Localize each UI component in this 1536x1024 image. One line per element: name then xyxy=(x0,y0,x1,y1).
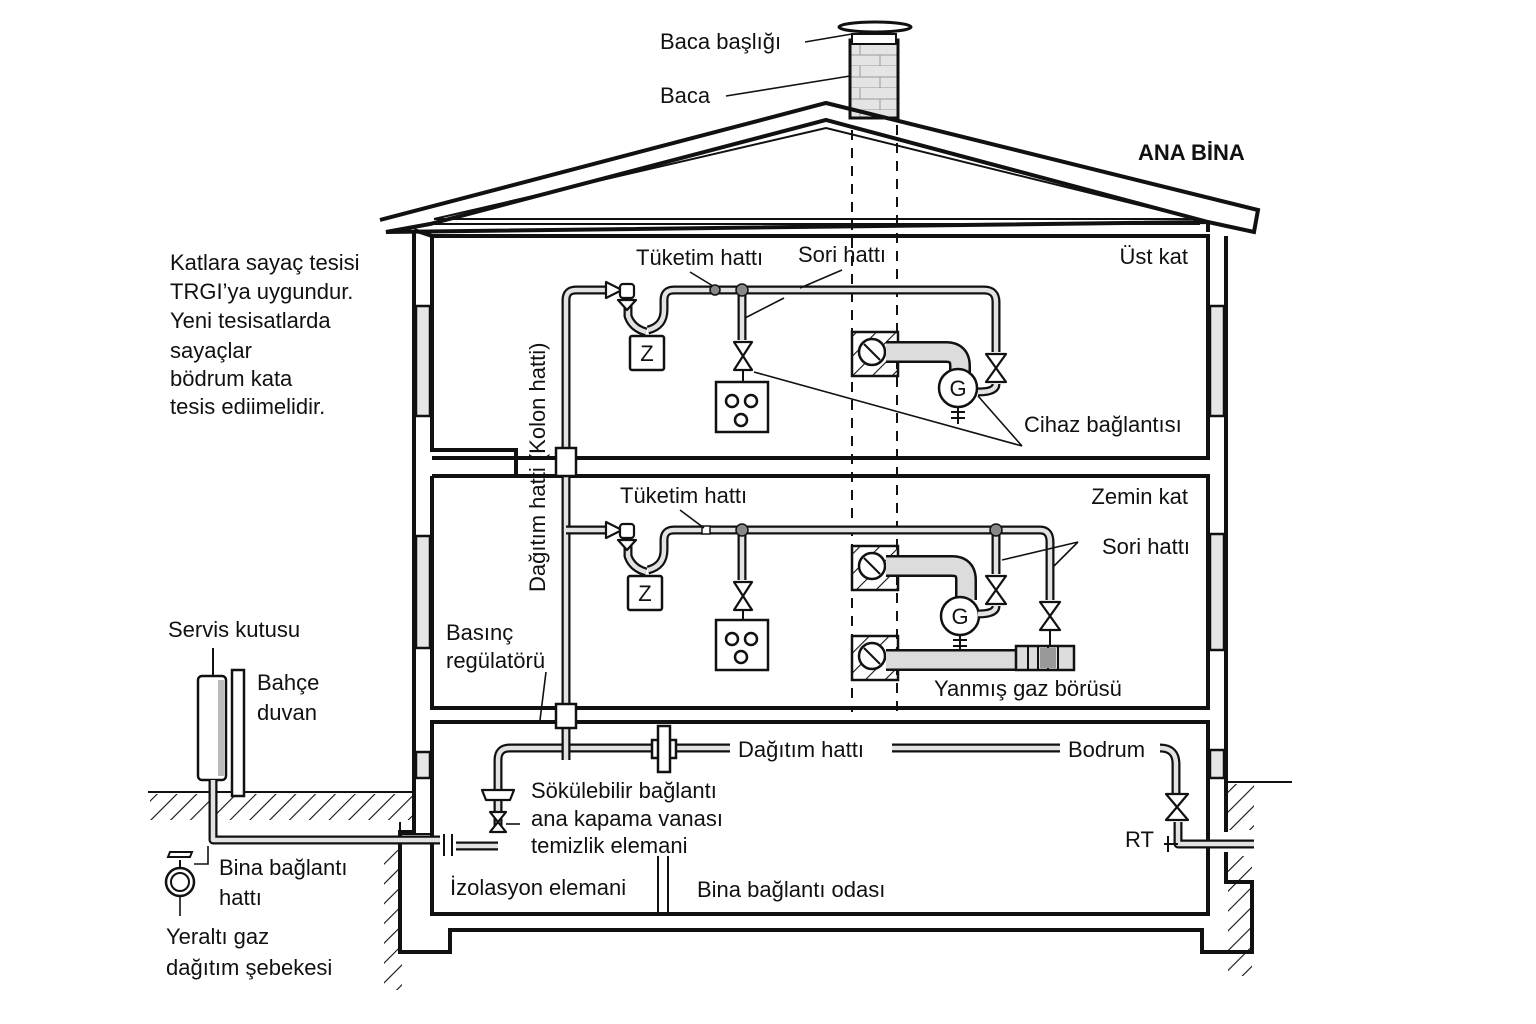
installation-note: Katlara sayaç tesisi TRGI’ya uygundur. Y… xyxy=(170,250,360,419)
window xyxy=(414,534,432,650)
pressure-regulator xyxy=(554,702,578,730)
label-pressure-regulator-2: regülatörü xyxy=(446,648,545,673)
heater-symbol: G xyxy=(951,604,968,629)
note-line: sayaçlar xyxy=(170,338,252,363)
label-underground-network-2: dağıtım şebekesi xyxy=(166,955,332,980)
window xyxy=(1208,532,1226,652)
window xyxy=(414,750,432,780)
chimney-cap-opening xyxy=(851,33,897,45)
window xyxy=(1208,304,1226,418)
heater-symbol: G xyxy=(949,376,966,401)
gas-meter-ground xyxy=(626,574,664,612)
label-service-box: Servis kutusu xyxy=(168,617,300,642)
garden-wall xyxy=(230,668,246,798)
label-main-shutoff-valve: ana kapama vanası xyxy=(531,806,723,831)
ground-floor-installation: Z G xyxy=(604,520,1076,682)
label-chimney-cap: Baca başlığı xyxy=(660,29,781,54)
riser-pipe xyxy=(554,285,606,760)
ground xyxy=(148,781,1292,990)
building-title: ANA BİNA xyxy=(1138,140,1245,165)
note-line: tesis ediimelidir. xyxy=(170,394,325,419)
chimney-stack xyxy=(848,38,900,120)
label-connection-room: Bina bağlantı odası xyxy=(697,877,885,902)
label-device-connection: Cihaz bağlantısı xyxy=(1024,412,1182,437)
label-garden-wall-2: duvan xyxy=(257,700,317,725)
gas-meter-upper xyxy=(628,334,666,372)
note-line: Yeni tesisatlarda xyxy=(170,308,331,333)
basement-valve-icon xyxy=(1164,792,1190,822)
label-ground-drain-line: Sori hattı xyxy=(1102,534,1190,559)
label-chimney: Baca xyxy=(660,83,711,108)
label-underground-network-1: Yeraltı gaz xyxy=(166,924,269,949)
roof xyxy=(379,100,1261,235)
label-removable-connection: Sökülebilir bağlantı xyxy=(531,778,717,803)
label-flue-pipe: Yanmış gaz börüsü xyxy=(934,676,1122,701)
basement-distribution-pipe xyxy=(480,724,1254,852)
label-cleaning-element: temizlik elemani xyxy=(531,833,688,858)
label-insulation-element: İzolasyon elemani xyxy=(450,875,626,900)
upper-floor-installation: Z G xyxy=(604,280,1008,434)
meter-symbol: Z xyxy=(638,581,651,606)
note-line: TRGI’ya uygundur. xyxy=(170,279,353,304)
building-connection-pipe xyxy=(194,780,498,865)
riser-sleeve xyxy=(554,446,578,478)
note-line: Katlara sayaç tesisi xyxy=(170,250,360,275)
label-building-connection-2: hattı xyxy=(219,885,262,910)
label-ground-consumption-line: Tüketim hattı xyxy=(620,483,747,508)
underground-gas-main xyxy=(164,851,196,916)
label-ground-floor: Zemin kat xyxy=(1091,484,1188,509)
window xyxy=(1208,748,1226,780)
leader-lines xyxy=(539,33,1079,721)
boiler xyxy=(1014,644,1076,672)
label-building-connection-1: Bina bağlantı xyxy=(219,855,347,880)
label-upper-consumption-line: Tüketim hattı xyxy=(636,245,763,270)
window xyxy=(414,304,432,418)
label-pressure-regulator-1: Basınç xyxy=(446,620,513,645)
chimney-cap xyxy=(837,20,913,34)
main-shutoff-valve-icon xyxy=(488,810,520,834)
label-riser: Dağıtım hatti (Kolon hatti) xyxy=(525,343,550,592)
meter-symbol: Z xyxy=(640,341,653,366)
label-rt: RT xyxy=(1125,827,1154,852)
label-basement: Bodrum xyxy=(1068,737,1145,762)
label-upper-floor: Üst kat xyxy=(1120,244,1188,269)
label-upper-drain-line: Sori hattı xyxy=(798,242,886,267)
service-box xyxy=(196,648,228,782)
note-line: bödrum kata xyxy=(170,366,293,391)
label-garden-wall-1: Bahçe xyxy=(257,670,319,695)
label-distribution-line: Dağıtım hattı xyxy=(738,737,864,762)
